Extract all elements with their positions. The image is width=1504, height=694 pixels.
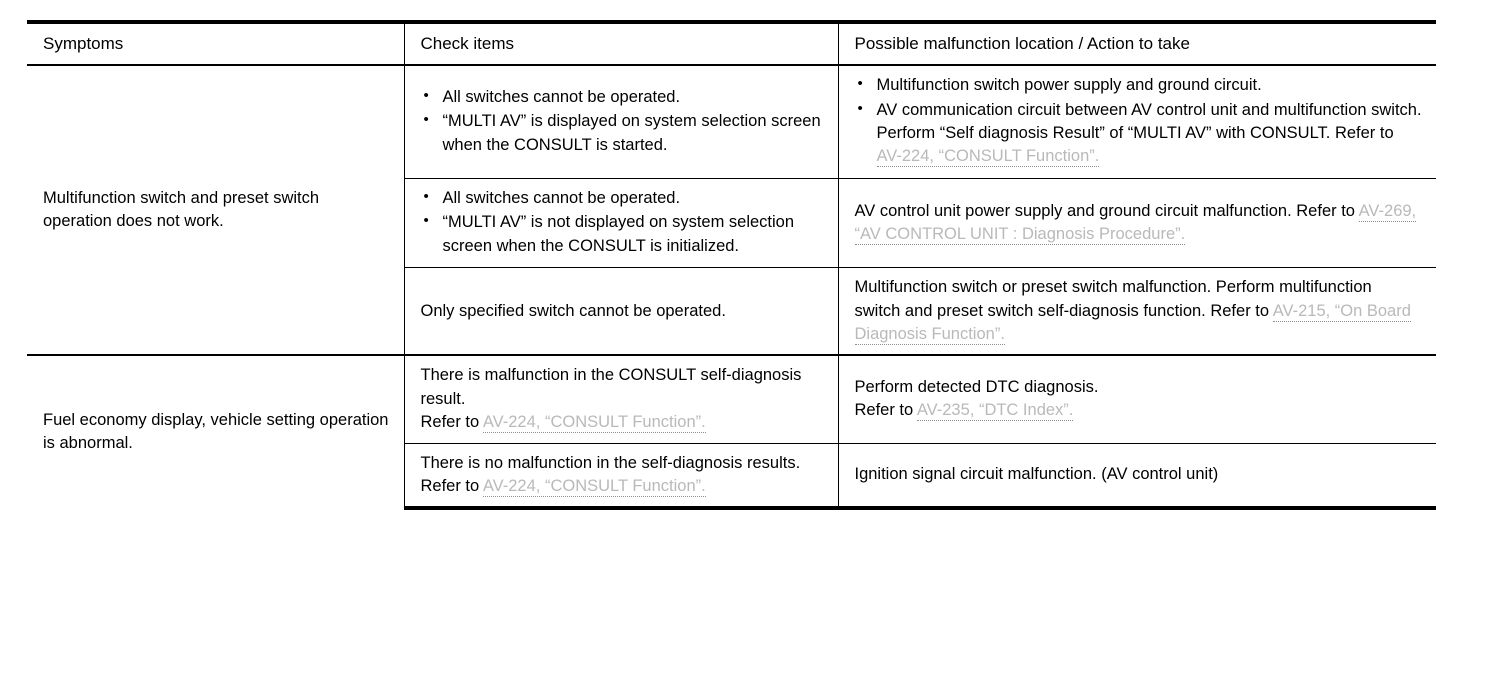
check-item-text: “MULTI AV” is not displayed on system se… [442,213,795,255]
symptom-text: Multifunction switch and preset switch o… [43,188,320,231]
table-header-row: Symptoms Check items Possible malfunctio… [27,19,1436,67]
check-item-text: All switches cannot be operated. [442,87,681,106]
action-bullet-text: AV communication circuit between AV cont… [876,100,1422,119]
action-text: Ignition signal circuit malfunction. (AV… [854,465,1219,484]
check-item-text: There is malfunction in the CONSULT self… [420,366,802,408]
table-row: All switches cannot be operated. “MULTI … [27,177,1436,268]
symptom-text: Fuel economy display, vehicle setting op… [43,410,389,453]
check-items-list: All switches cannot be operated. “MULTI … [421,85,824,157]
check-items-cell: All switches cannot be operated. “MULTI … [403,177,838,268]
action-refer-text: Perform “Self diagnosis Result” of “MULT… [876,123,1394,142]
column-header-action: Possible malfunction location / Action t… [837,19,1436,67]
action-cell: Perform detected DTC diagnosis. Refer to… [837,354,1436,444]
column-header-symptoms: Symptoms [27,19,404,67]
action-cell: Multifunction switch power supply and gr… [837,64,1436,179]
check-refer-text: Refer to [420,477,483,496]
action-cell: AV control unit power supply and ground … [837,177,1436,268]
column-header-check-items: Check items [403,19,838,67]
xref-link[interactable]: AV-269, “AV CONTROL UNIT : Diagnosis Pro… [854,201,1417,245]
xref-link[interactable]: AV-235, “DTC Index”. [916,401,1074,422]
action-refer-text: Refer to [854,401,917,420]
list-item: “MULTI AV” is displayed on system select… [421,109,824,157]
symptom-cell: Fuel economy display, vehicle setting op… [27,354,404,509]
table-row: Multifunction switch and preset switch o… [27,64,1436,356]
action-refer-text: Multifunction switch or preset switch ma… [854,278,1372,320]
list-item: AV communication circuit between AV cont… [855,98,1423,169]
check-item-text: Only specified switch cannot be operated… [420,301,726,320]
symptom-cell: Multifunction switch and preset switch o… [27,64,404,356]
check-items-cell: There is malfunction in the CONSULT self… [403,354,838,444]
table-row: Only specified switch cannot be operated… [27,267,1436,356]
xref-link[interactable]: AV-224, “CONSULT Function”. [482,477,706,498]
xref-link[interactable]: AV-224, “CONSULT Function”. [482,413,706,434]
check-items-cell: There is no malfunction in the self-diag… [403,442,838,511]
action-bullet-text: Multifunction switch power supply and gr… [876,76,1262,95]
action-cell: Multifunction switch or preset switch ma… [837,267,1436,356]
action-bullet-list: Multifunction switch power supply and gr… [855,73,1423,169]
xref-link[interactable]: AV-224, “CONSULT Function”. [876,147,1100,168]
check-items-cell: All switches cannot be operated. “MULTI … [403,64,838,179]
list-item: All switches cannot be operated. [421,85,824,109]
check-items-cell: Only specified switch cannot be operated… [403,267,838,356]
check-item-text: “MULTI AV” is displayed on system select… [442,112,821,154]
list-item: All switches cannot be operated. [421,186,824,210]
check-items-list: All switches cannot be operated. “MULTI … [421,186,824,258]
action-cell: Ignition signal circuit malfunction. (AV… [837,442,1436,511]
table-row: There is no malfunction in the self-diag… [27,442,1436,511]
action-refer-text: AV control unit power supply and ground … [854,201,1359,220]
list-item: “MULTI AV” is not displayed on system se… [421,210,824,258]
action-text: Perform detected DTC diagnosis. [854,378,1099,397]
list-item: Multifunction switch power supply and gr… [855,73,1423,97]
check-refer-text: Refer to [420,413,483,432]
table-row: Fuel economy display, vehicle setting op… [27,354,1436,509]
xref-link[interactable]: AV-215, “On Board Diagnosis Function”. [854,301,1411,345]
symptom-diagnosis-table: Symptoms Check items Possible malfunctio… [27,19,1436,511]
check-item-text: There is no malfunction in the self-diag… [420,453,801,472]
check-item-text: All switches cannot be operated. [442,188,681,207]
